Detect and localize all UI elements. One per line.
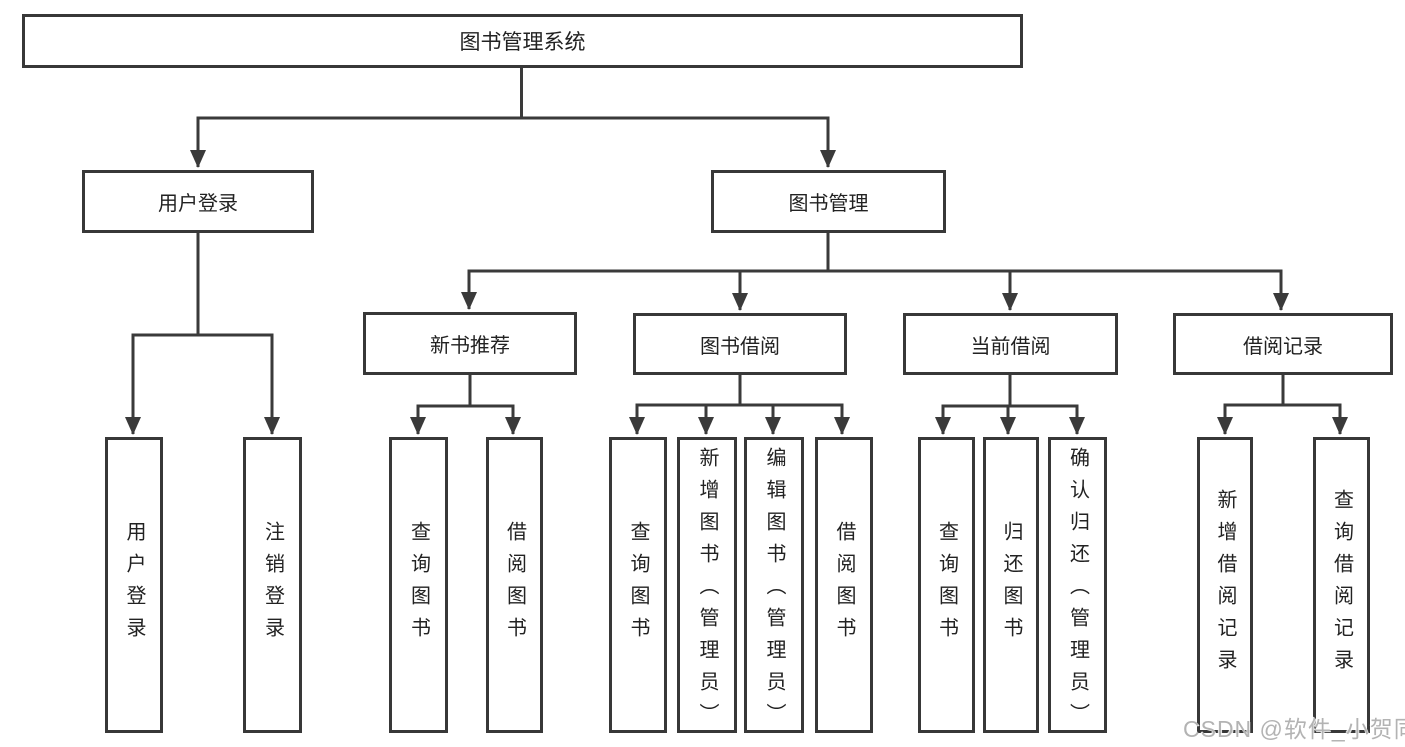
leaf-current-query-books: 查询图书 [918, 437, 975, 733]
leaf-edit-books-admin: 编辑图书（管理员） [744, 437, 804, 735]
leaf-logout-label: 注销登录 [261, 521, 284, 649]
leaf-borrow-query-books: 查询图书 [609, 437, 667, 733]
leaf-return-books-label: 归还图书 [1000, 521, 1022, 649]
leaf-confirm-return-admin: 确认归还（管理员） [1048, 437, 1107, 735]
node-new-book-recommend: 新书推荐 [363, 312, 577, 375]
leaf-user-login-label: 用户登录 [123, 521, 145, 649]
leaf-user-login: 用户登录 [105, 437, 163, 733]
leaf-add-borrow-record: 新增借阅记录 [1197, 437, 1253, 733]
leaf-current-query-books-label: 查询图书 [935, 521, 958, 649]
leaf-newbook-borrow-books-label: 借阅图书 [503, 521, 526, 649]
leaf-newbook-borrow-books: 借阅图书 [486, 437, 543, 733]
leaf-newbook-query-books: 查询图书 [389, 437, 448, 733]
node-library-management-system: 图书管理系统 [22, 14, 1023, 68]
leaf-query-borrow-record: 查询借阅记录 [1313, 437, 1370, 733]
leaf-logout: 注销登录 [243, 437, 302, 733]
watermark: CSDN @软件_小贺同学 [1183, 716, 1405, 742]
leaf-borrow-books-label: 借阅图书 [833, 521, 855, 649]
node-borrow-record: 借阅记录 [1173, 313, 1393, 375]
node-book-management: 图书管理 [711, 170, 946, 233]
leaf-add-books-admin: 新增图书（管理员） [677, 437, 737, 735]
leaf-confirm-return-admin-label: 确认归还（管理员） [1066, 447, 1089, 735]
leaf-borrow-books: 借阅图书 [815, 437, 873, 733]
leaf-edit-books-admin-label: 编辑图书（管理员） [763, 447, 785, 735]
node-user-login: 用户登录 [82, 170, 314, 233]
leaf-borrow-query-books-label: 查询图书 [627, 521, 649, 649]
leaf-add-borrow-record-label: 新增借阅记录 [1214, 489, 1236, 681]
node-current-borrow: 当前借阅 [903, 313, 1118, 375]
leaf-add-books-admin-label: 新增图书（管理员） [696, 447, 718, 735]
leaf-return-books: 归还图书 [983, 437, 1039, 733]
node-book-borrow: 图书借阅 [633, 313, 847, 375]
leaf-newbook-query-books-label: 查询图书 [407, 521, 430, 649]
leaf-query-borrow-record-label: 查询借阅记录 [1330, 489, 1353, 681]
